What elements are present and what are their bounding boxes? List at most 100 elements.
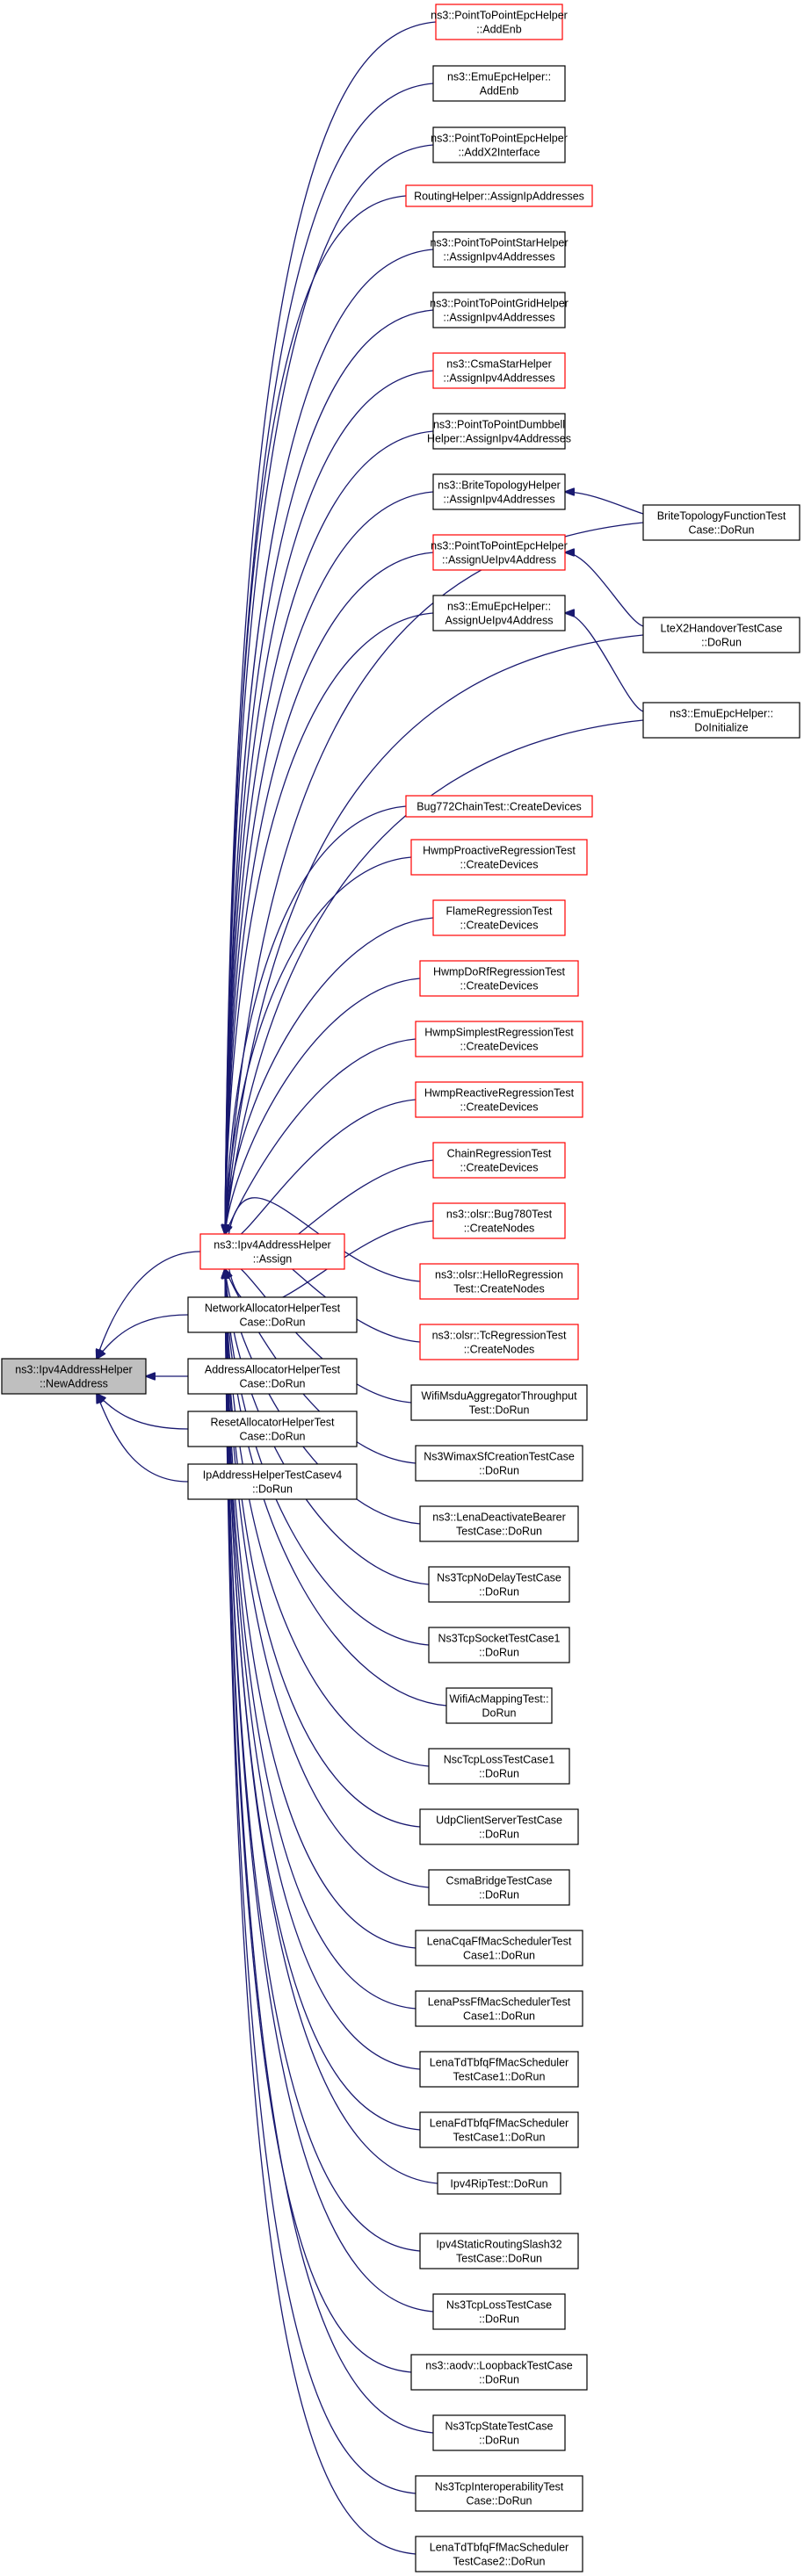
node-c03[interactable]: ns3::PointToPointEpcHelper::AddX2Interfa… xyxy=(431,126,568,163)
node-c13[interactable]: HwmpProactiveRegressionTest::CreateDevic… xyxy=(410,839,588,876)
node-c08[interactable]: ns3::PointToPointDumbbellHelper::AssignI… xyxy=(427,413,571,450)
node-label-line: AddressAllocatorHelperTest xyxy=(205,1364,341,1376)
node-c27[interactable]: WifiAcMappingTest::DoRun xyxy=(445,1687,553,1724)
edge-c05-to-assign xyxy=(225,249,434,1234)
node-box xyxy=(642,504,800,541)
node-box xyxy=(432,413,566,450)
edge-c29-to-assign xyxy=(225,1269,421,1828)
node-box xyxy=(187,1296,358,1333)
node-c39[interactable]: Ns3TcpStateTestCase::DoRun xyxy=(432,2414,566,2451)
node-c20[interactable]: ns3::olsr::HelloRegressionTest::CreateNo… xyxy=(419,1263,579,1300)
node-c30[interactable]: CsmaBridgeTestCase::DoRun xyxy=(428,1869,570,1906)
node-root: ns3::Ipv4AddressHelper::NewAddress xyxy=(1,1358,147,1395)
edge-c07-to-assign xyxy=(225,370,434,1234)
node-c23[interactable]: Ns3WimaxSfCreationTestCase::DoRun xyxy=(415,1445,583,1482)
node-c17[interactable]: HwmpReactiveRegressionTest::CreateDevice… xyxy=(415,1081,583,1118)
node-c26[interactable]: Ns3TcpSocketTestCase1::DoRun xyxy=(428,1627,570,1663)
node-c07[interactable]: ns3::CsmaStarHelper::AssignIpv4Addresses xyxy=(432,352,566,389)
node-c01[interactable]: ns3::PointToPointEpcHelper::AddEnb xyxy=(431,4,568,40)
node-c19[interactable]: ns3::olsr::Bug780Test::CreateNodes xyxy=(432,1202,566,1239)
edge-c37-to-assign xyxy=(225,1269,434,2313)
edge-c33-to-assign xyxy=(225,1269,421,2070)
node-c14[interactable]: FlameRegressionTest::CreateDevices xyxy=(432,899,566,936)
node-c09[interactable]: ns3::BriteTopologyHelper::AssignIpv4Addr… xyxy=(432,473,566,510)
node-c05[interactable]: ns3::PointToPointStarHelper::AssignIpv4A… xyxy=(430,231,569,268)
node-c04[interactable]: RoutingHelper::AssignIpAddresses xyxy=(405,184,593,207)
node-label-line: TestCase1::DoRun xyxy=(453,2132,546,2144)
node-box xyxy=(428,1748,570,1785)
node-label-line: HwmpProactiveRegressionTest xyxy=(423,845,576,857)
node-c18[interactable]: ChainRegressionTest::CreateDevices xyxy=(432,1142,566,1179)
edge-r1-to-c09 xyxy=(565,492,644,515)
node-box xyxy=(415,1021,583,1057)
node-box xyxy=(432,292,566,328)
edge-r3-to-c11 xyxy=(565,613,644,712)
node-label-line: Ipv4RipTest::DoRun xyxy=(450,2178,547,2190)
edge-nah-to-root xyxy=(97,1314,189,1359)
node-iah[interactable]: IpAddressHelperTestCasev4::DoRun xyxy=(187,1463,358,1500)
node-box xyxy=(432,595,566,631)
node-label-line: WifiAcMappingTest:: xyxy=(449,1693,548,1706)
node-assign[interactable]: ns3::Ipv4AddressHelper::Assign xyxy=(199,1233,345,1270)
node-label-line: ns3::PointToPointEpcHelper xyxy=(431,10,568,22)
node-box xyxy=(428,1566,570,1603)
node-box xyxy=(419,1263,579,1300)
node-c37[interactable]: Ns3TcpLossTestCase::DoRun xyxy=(432,2293,566,2330)
node-box xyxy=(432,473,566,510)
node-box xyxy=(415,1990,583,2027)
node-c06[interactable]: ns3::PointToPointGridHelper::AssignIpv4A… xyxy=(430,292,569,328)
node-box xyxy=(428,1869,570,1906)
node-label-line: ::CreateDevices xyxy=(460,1101,539,1114)
node-label-line: ns3::CsmaStarHelper xyxy=(446,358,552,371)
node-c35[interactable]: Ipv4RipTest::DoRun xyxy=(437,2172,561,2195)
node-label-line: WifiMsduAggregatorThroughput xyxy=(421,1390,577,1403)
node-label-line: CsmaBridgeTestCase xyxy=(446,1875,553,1887)
node-c10[interactable]: ns3::PointToPointEpcHelper::AssignUeIpv4… xyxy=(431,534,568,571)
edge-r2-to-c10 xyxy=(565,552,644,627)
node-label-line: ns3::EmuEpcHelper:: xyxy=(447,601,551,613)
node-label-line: AddEnb xyxy=(480,85,519,97)
node-c16[interactable]: HwmpSimplestRegressionTest::CreateDevice… xyxy=(415,1021,583,1057)
node-box xyxy=(432,352,566,389)
node-box xyxy=(419,1505,579,1542)
node-c11[interactable]: ns3::EmuEpcHelper::AssignUeIpv4Address xyxy=(432,595,566,631)
node-box xyxy=(419,1324,579,1360)
node-label-line: ::DoRun xyxy=(479,2313,519,2326)
node-r3[interactable]: ns3::EmuEpcHelper::DoInitialize xyxy=(642,702,800,739)
node-label-line: ::DoRun xyxy=(479,1586,519,1598)
node-c02[interactable]: ns3::EmuEpcHelper::AddEnb xyxy=(432,65,566,102)
node-r2[interactable]: LteX2HandoverTestCase::DoRun xyxy=(642,617,800,653)
node-c15[interactable]: HwmpDoRfRegressionTest::CreateDevices xyxy=(419,960,579,997)
node-box xyxy=(432,231,566,268)
node-c28[interactable]: NscTcpLossTestCase1::DoRun xyxy=(428,1748,570,1785)
node-label-line: ::DoRun xyxy=(479,2374,519,2386)
node-c38[interactable]: ns3::aodv::LoopbackTestCase::DoRun xyxy=(410,2354,588,2391)
edge-c17-to-assign xyxy=(225,1099,416,1240)
node-c21[interactable]: ns3::olsr::TcRegressionTest::CreateNodes xyxy=(419,1324,579,1360)
node-box xyxy=(187,1463,358,1500)
node-c12[interactable]: Bug772ChainTest::CreateDevices xyxy=(405,795,593,818)
node-label-line: ns3::LenaDeactivateBearer xyxy=(432,1512,565,1524)
node-box xyxy=(437,2172,561,2195)
node-c25[interactable]: Ns3TcpNoDelayTestCase::DoRun xyxy=(428,1566,570,1603)
node-label-line: ns3::PointToPointEpcHelper xyxy=(431,133,568,145)
node-c29[interactable]: UdpClientServerTestCase::DoRun xyxy=(419,1808,579,1845)
node-label-line: ::NewAddress xyxy=(40,1378,108,1390)
edge-c34-to-assign xyxy=(225,1269,421,2131)
edge-c14-to-assign xyxy=(225,917,434,1234)
edge-c28-to-assign xyxy=(225,1269,430,1767)
node-label-line: Test::DoRun xyxy=(469,1404,530,1417)
